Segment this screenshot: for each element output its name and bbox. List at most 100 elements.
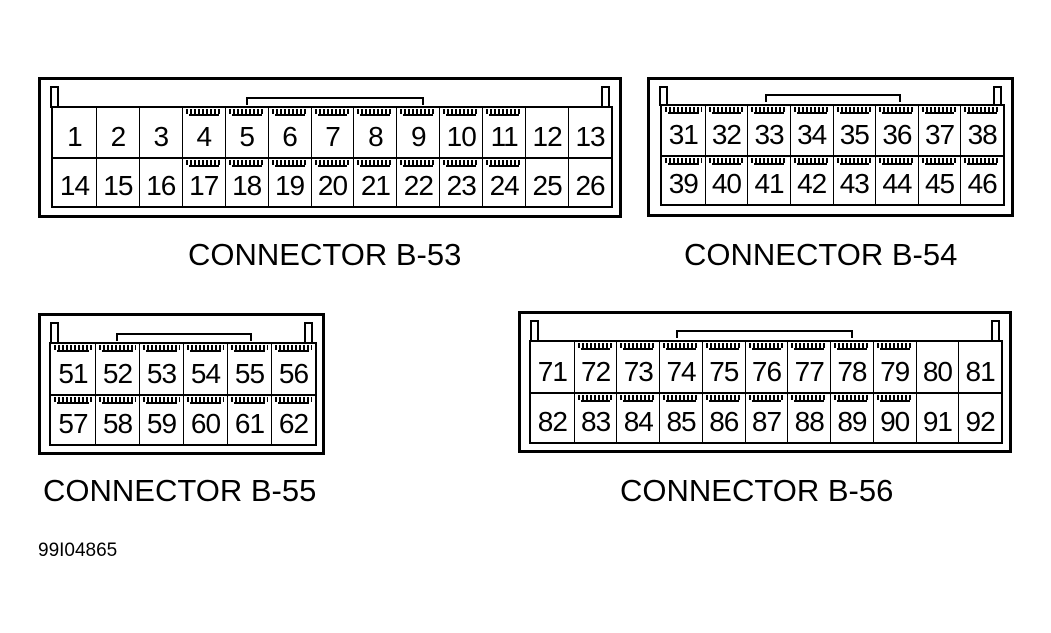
pin-86: 86 xyxy=(701,392,745,442)
pin-83: 83 xyxy=(573,392,617,442)
pin-54: 54 xyxy=(183,344,227,394)
pin-6: 6 xyxy=(267,108,311,157)
pin-57: 57 xyxy=(51,394,95,444)
right-post xyxy=(991,320,1000,342)
pin-46: 46 xyxy=(960,155,1003,204)
pin-61: 61 xyxy=(227,394,271,444)
pin-80: 80 xyxy=(915,342,959,392)
pin-33: 33 xyxy=(747,106,790,155)
pin-89: 89 xyxy=(830,392,873,442)
pin-7: 7 xyxy=(310,108,354,157)
pin-36: 36 xyxy=(875,106,918,155)
pin-44: 44 xyxy=(875,155,918,204)
latch xyxy=(765,94,901,102)
pin-13: 13 xyxy=(568,108,611,157)
pin-92: 92 xyxy=(958,392,1001,442)
pin-20: 20 xyxy=(310,157,354,206)
pin-16: 16 xyxy=(138,157,182,206)
pin-74: 74 xyxy=(659,342,702,392)
pin-76: 76 xyxy=(744,342,788,392)
pin-37: 37 xyxy=(917,106,961,155)
pin-1: 1 xyxy=(53,108,96,157)
pin-88: 88 xyxy=(787,392,831,442)
pin-87: 87 xyxy=(744,392,788,442)
pin-73: 73 xyxy=(616,342,660,392)
left-post xyxy=(659,86,668,106)
pin-81: 81 xyxy=(958,342,1001,392)
pin-34: 34 xyxy=(789,106,833,155)
pin-10: 10 xyxy=(439,108,483,157)
right-post xyxy=(601,86,610,108)
pin-77: 77 xyxy=(787,342,831,392)
pin-31: 31 xyxy=(662,106,705,155)
pin-5: 5 xyxy=(224,108,268,157)
pin-9: 9 xyxy=(396,108,440,157)
pin-75: 75 xyxy=(701,342,745,392)
pin-2: 2 xyxy=(95,108,139,157)
pin-82: 82 xyxy=(531,392,574,442)
pin-19: 19 xyxy=(267,157,311,206)
pin-11: 11 xyxy=(482,108,526,157)
pin-38: 38 xyxy=(960,106,1003,155)
pin-17: 17 xyxy=(181,157,225,206)
pin-8: 8 xyxy=(353,108,397,157)
pin-41: 41 xyxy=(747,155,790,204)
pin-71: 71 xyxy=(531,342,574,392)
pin-18: 18 xyxy=(224,157,268,206)
connector-label: CONNECTOR B-55 xyxy=(43,473,317,508)
latch xyxy=(246,97,424,105)
pin-91: 91 xyxy=(915,392,959,442)
pin-58: 58 xyxy=(95,394,139,444)
pin-60: 60 xyxy=(183,394,227,444)
right-post xyxy=(304,322,313,344)
pin-55: 55 xyxy=(227,344,271,394)
pin-90: 90 xyxy=(872,392,916,442)
pin-39: 39 xyxy=(662,155,705,204)
pin-32: 32 xyxy=(704,106,748,155)
pin-3: 3 xyxy=(138,108,182,157)
right-post xyxy=(993,86,1002,106)
pin-59: 59 xyxy=(139,394,183,444)
pin-21: 21 xyxy=(353,157,397,206)
connector-label: CONNECTOR B-53 xyxy=(188,237,462,272)
pin-35: 35 xyxy=(832,106,876,155)
pin-45: 45 xyxy=(917,155,961,204)
pin-85: 85 xyxy=(659,392,702,442)
pin-14: 14 xyxy=(53,157,96,206)
pin-53: 53 xyxy=(139,344,183,394)
pin-42: 42 xyxy=(789,155,833,204)
pin-12: 12 xyxy=(525,108,569,157)
pin-56: 56 xyxy=(271,344,315,394)
pin-78: 78 xyxy=(830,342,873,392)
pin-26: 26 xyxy=(568,157,611,206)
figure-id: 99I04865 xyxy=(38,540,118,561)
pin-22: 22 xyxy=(396,157,440,206)
pin-40: 40 xyxy=(704,155,748,204)
pin-62: 62 xyxy=(271,394,315,444)
pin-4: 4 xyxy=(181,108,225,157)
pin-15: 15 xyxy=(95,157,139,206)
pin-72: 72 xyxy=(573,342,617,392)
left-post xyxy=(50,86,59,108)
pin-24: 24 xyxy=(482,157,526,206)
connector-label: CONNECTOR B-56 xyxy=(620,473,894,508)
latch xyxy=(676,330,853,338)
pin-43: 43 xyxy=(832,155,876,204)
latch xyxy=(116,333,252,341)
left-post xyxy=(50,322,59,344)
pin-79: 79 xyxy=(872,342,916,392)
pin-52: 52 xyxy=(95,344,139,394)
pin-51: 51 xyxy=(51,344,95,394)
pin-84: 84 xyxy=(616,392,660,442)
pin-23: 23 xyxy=(439,157,483,206)
connector-label: CONNECTOR B-54 xyxy=(684,237,958,272)
pin-25: 25 xyxy=(525,157,569,206)
left-post xyxy=(530,320,539,342)
